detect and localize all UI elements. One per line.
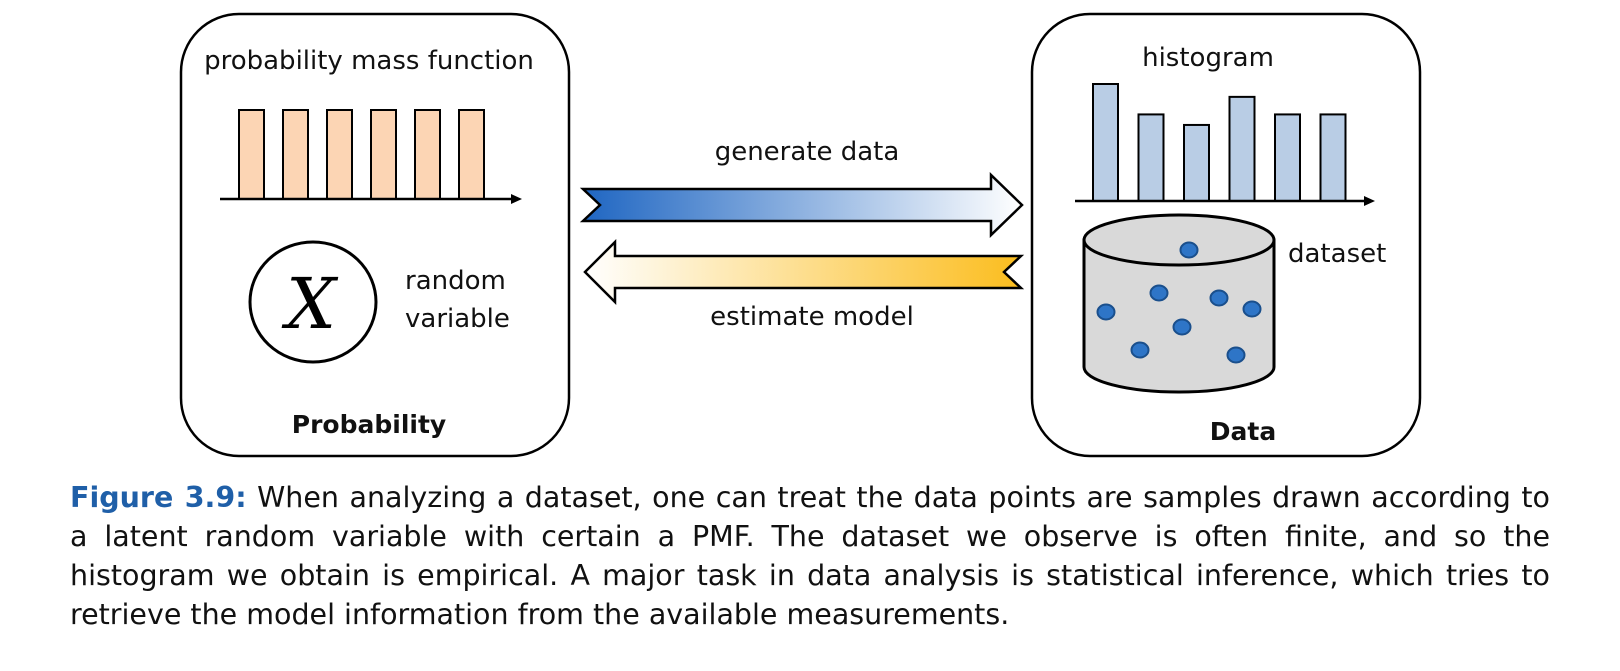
estimate-model-arrow-shape — [583, 238, 1025, 306]
dataset-point — [1149, 284, 1169, 302]
dataset-cylinder-body — [1082, 238, 1276, 394]
generate-data-arrow: generate data — [579, 137, 1024, 238]
pmf-bar — [414, 109, 441, 200]
data-panel-title: Data — [1210, 417, 1276, 446]
pmf-bar — [238, 109, 265, 200]
pmf-bar — [458, 109, 485, 200]
dataset-points — [1096, 241, 1262, 364]
histogram-bar — [1228, 95, 1256, 202]
random-variable-circle — [248, 240, 378, 364]
random-variable-label-line1: random — [405, 266, 506, 296]
figure-caption: Figure 3.9: When analyzing a dataset, on… — [70, 478, 1550, 634]
probability-panel: probability mass function X random varia… — [179, 12, 571, 458]
probability-panel-border — [179, 12, 571, 458]
pmf-bars — [238, 109, 485, 200]
data-panel: histogram dataset Data — [1030, 12, 1422, 458]
histogram-axis-arrowhead — [1364, 196, 1375, 206]
generate-data-arrow-shape — [579, 172, 1024, 238]
estimate-model-arrow: estimate model — [583, 238, 1025, 332]
histogram-bar — [1319, 113, 1347, 202]
dataset-point — [1226, 346, 1246, 364]
dataset-point — [1130, 341, 1150, 359]
dataset-point — [1179, 241, 1199, 259]
dataset-cylinder-top — [1082, 213, 1276, 267]
estimate-model-label: estimate model — [710, 302, 914, 332]
caption-text: When analyzing a dataset, one can treat … — [70, 481, 1550, 631]
dataset-point — [1209, 289, 1229, 307]
dataset-label: dataset — [1288, 239, 1386, 269]
histogram-title: histogram — [1142, 43, 1274, 73]
histogram-bar — [1274, 113, 1301, 202]
histogram-bar — [1137, 113, 1165, 202]
pmf-bar — [326, 109, 353, 200]
generate-data-label: generate data — [715, 137, 900, 167]
random-variable-label-line2: variable — [405, 304, 510, 334]
dataset-point — [1172, 318, 1192, 336]
histogram-bar — [1092, 83, 1119, 202]
pmf-bar — [370, 109, 397, 200]
dataset-point — [1242, 300, 1262, 318]
pmf-bar — [282, 109, 309, 200]
dataset-point — [1096, 303, 1116, 321]
probability-panel-title: Probability — [292, 410, 446, 439]
dataset-cylinder-icon — [1082, 213, 1276, 394]
diagram-figure: probability mass function X random varia… — [179, 12, 1422, 458]
histogram-bar — [1183, 123, 1210, 202]
random-variable-symbol: X — [281, 263, 339, 345]
figure-label: Figure 3.9: — [70, 481, 247, 514]
pmf-title: probability mass function — [204, 46, 534, 76]
pmf-axis-arrowhead — [511, 194, 522, 204]
